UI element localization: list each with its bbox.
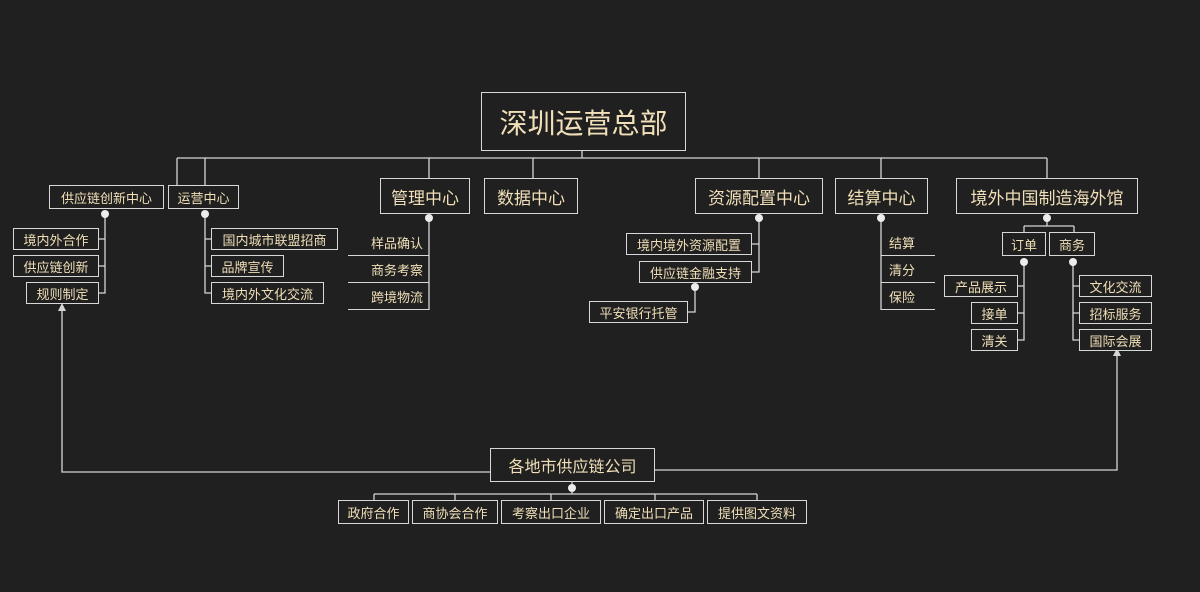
order-item: 产品展示 bbox=[944, 275, 1018, 297]
supply-innovation-item: 规则制定 bbox=[26, 282, 99, 304]
regional-item: 政府合作 bbox=[338, 500, 409, 524]
operations-item: 国内城市联盟招商 bbox=[211, 228, 338, 250]
connector-dot bbox=[101, 210, 109, 218]
supply-innovation-item: 供应链创新 bbox=[13, 255, 99, 277]
connector-dot bbox=[877, 214, 885, 222]
regional-item: 提供图文资料 bbox=[707, 500, 807, 524]
resources-item: 境内境外资源配置 bbox=[626, 233, 752, 255]
root-node: 深圳运营总部 bbox=[481, 92, 686, 151]
connector-dot bbox=[755, 214, 763, 222]
management-item: 商务考察 bbox=[348, 256, 429, 283]
operations-item: 品牌宣传 bbox=[211, 255, 284, 277]
operations-item: 境内外文化交流 bbox=[211, 282, 324, 304]
regional-item: 确定出口产品 bbox=[604, 500, 704, 524]
resources-item: 供应链金融支持 bbox=[639, 261, 752, 283]
order-item: 接单 bbox=[971, 302, 1018, 324]
business-item: 招标服务 bbox=[1079, 302, 1152, 324]
resources-sub-item: 平安银行托管 bbox=[589, 301, 688, 323]
business-item: 国际会展 bbox=[1079, 329, 1152, 351]
connector-dot bbox=[568, 484, 576, 492]
settlement-item: 保险 bbox=[881, 283, 935, 310]
regional-item: 考察出口企业 bbox=[501, 500, 601, 524]
order-item: 清关 bbox=[971, 329, 1018, 351]
supply-innovation-item: 境内外合作 bbox=[13, 228, 99, 250]
settlement-item: 清分 bbox=[881, 256, 935, 283]
dept-resources: 资源配置中心 bbox=[695, 178, 823, 214]
connector-dot bbox=[1043, 214, 1051, 222]
dept-data: 数据中心 bbox=[484, 178, 578, 214]
business-item: 文化交流 bbox=[1079, 275, 1152, 297]
overseas-business: 商务 bbox=[1049, 232, 1095, 256]
regional-item: 商协会合作 bbox=[412, 500, 498, 524]
dept-management: 管理中心 bbox=[380, 178, 470, 214]
connector-dot bbox=[425, 214, 433, 222]
connector-dot bbox=[1020, 258, 1028, 266]
connector-dot bbox=[1069, 258, 1077, 266]
overseas-order: 订单 bbox=[1002, 232, 1046, 256]
regional-node: 各地市供应链公司 bbox=[490, 448, 655, 482]
connector-dot bbox=[201, 210, 209, 218]
connector-dot bbox=[691, 283, 699, 291]
management-item: 跨境物流 bbox=[348, 283, 429, 310]
settlement-item: 结算 bbox=[881, 229, 935, 256]
dept-overseas: 境外中国制造海外馆 bbox=[956, 178, 1138, 214]
dept-operations: 运营中心 bbox=[168, 185, 239, 209]
dept-supply-innovation: 供应链创新中心 bbox=[49, 185, 164, 209]
management-item: 样品确认 bbox=[348, 229, 429, 256]
dept-settlement: 结算中心 bbox=[835, 178, 928, 214]
